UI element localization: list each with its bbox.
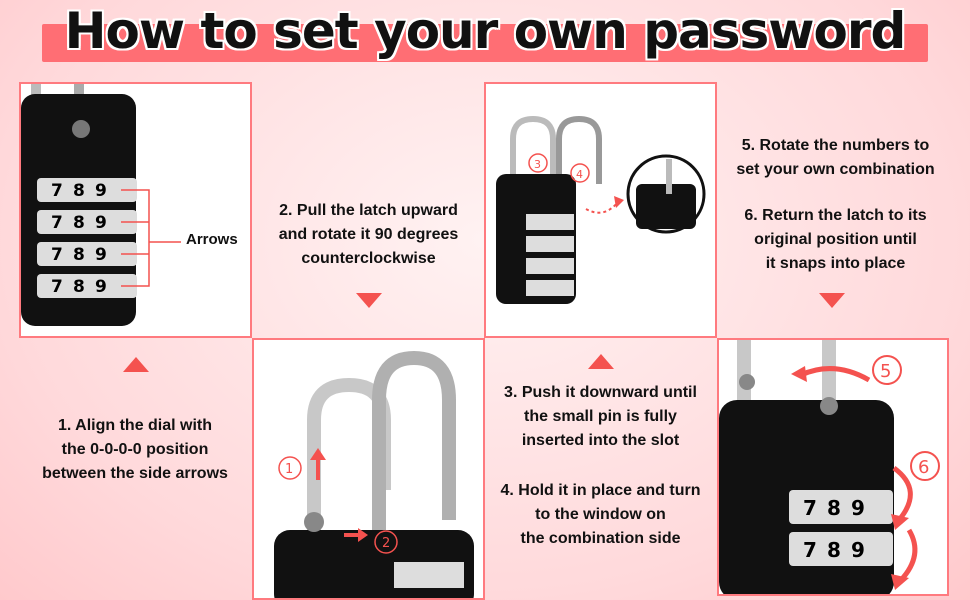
svg-text:1: 1: [285, 462, 293, 477]
dial-digit: 9: [851, 538, 865, 562]
step-1-text: 1. Align the dial with the 0-0-0-0 posit…: [20, 414, 250, 486]
step-3-text: 3. Push it downward until the small pin …: [484, 381, 717, 453]
step-line: 3. Push it downward until: [504, 384, 697, 401]
dial-digit: 7: [51, 277, 63, 297]
arrow-up-icon: [588, 354, 614, 369]
step-6-text: 6. Return the latch to its original posi…: [718, 204, 953, 276]
panel-dial-alignment: 7 8 9 7 8 9 7 8 9 7 8 9: [19, 82, 252, 338]
step-line: it snaps into place: [765, 255, 906, 272]
step-5-text: 5. Rotate the numbers to set your own co…: [718, 134, 953, 182]
step-line: the combination side: [520, 530, 681, 547]
dial-digit: 7: [51, 245, 63, 265]
page-title: How to set your own password: [64, 2, 907, 60]
dial-digit: 9: [95, 277, 107, 297]
dial-digit: 9: [95, 181, 107, 201]
dial-digit: 7: [51, 181, 63, 201]
step-line: 4. Hold it in place and turn: [500, 482, 701, 499]
dial-digit: 7: [803, 496, 817, 520]
step-line: the small pin is fully: [524, 408, 677, 425]
svg-text:2: 2: [382, 536, 390, 551]
step-line: the 0-0-0-0 position: [61, 441, 209, 458]
dial-digit: 9: [851, 496, 865, 520]
step-line: 1. Align the dial with: [57, 417, 213, 434]
svg-text:3: 3: [534, 158, 541, 171]
panel-pull-latch: 1 2: [252, 338, 485, 600]
dial-digit: 7: [803, 538, 817, 562]
svg-text:4: 4: [576, 168, 583, 181]
dial-digit: 8: [827, 538, 841, 562]
marker-6: 6: [918, 457, 929, 478]
step-2-text: 2. Pull the latch upward and rotate it 9…: [252, 199, 485, 271]
arrow-down-icon: [356, 293, 382, 308]
step-line: set your own combination: [736, 161, 935, 178]
dial-digit: 8: [73, 277, 85, 297]
arrows-label: Arrows: [186, 231, 238, 248]
panel-push-down: 3 4: [484, 82, 717, 338]
dial-digit: 9: [95, 245, 107, 265]
step-4-text: 4. Hold it in place and turn to the wind…: [484, 479, 717, 551]
arrow-down-icon: [819, 293, 845, 308]
set-combination-image: 7 8 9 7 8 9 5 6: [719, 340, 940, 594]
step-line: to the window on: [535, 506, 666, 523]
open-shackle-image: 1 2: [274, 350, 474, 598]
lock-dials-image: 7 8 9 7 8 9 7 8 9 7 8 9: [21, 84, 181, 326]
step-line: original position until: [754, 231, 917, 248]
title-highlight: [42, 24, 928, 62]
step-line: 5. Rotate the numbers to: [741, 137, 930, 154]
dial-digit: 8: [827, 496, 841, 520]
step-line: 2. Pull the latch upward: [279, 202, 458, 219]
arrow-up-icon: [123, 357, 149, 372]
step-line: 6. Return the latch to its: [744, 207, 927, 224]
step-line: counterclockwise: [301, 250, 436, 267]
push-latch-image: 3 4: [496, 115, 706, 304]
dial-digit: 7: [51, 213, 63, 233]
step-line: inserted into the slot: [521, 432, 680, 449]
step-line: between the side arrows: [42, 465, 228, 482]
dial-digit: 8: [73, 213, 85, 233]
dial-digit: 9: [95, 213, 107, 233]
marker-5: 5: [880, 361, 891, 382]
dial-digit: 8: [73, 181, 85, 201]
step-line: and rotate it 90 degrees: [278, 226, 459, 243]
dial-digit: 8: [73, 245, 85, 265]
panel-set-combination: 7 8 9 7 8 9 5 6: [717, 338, 949, 596]
